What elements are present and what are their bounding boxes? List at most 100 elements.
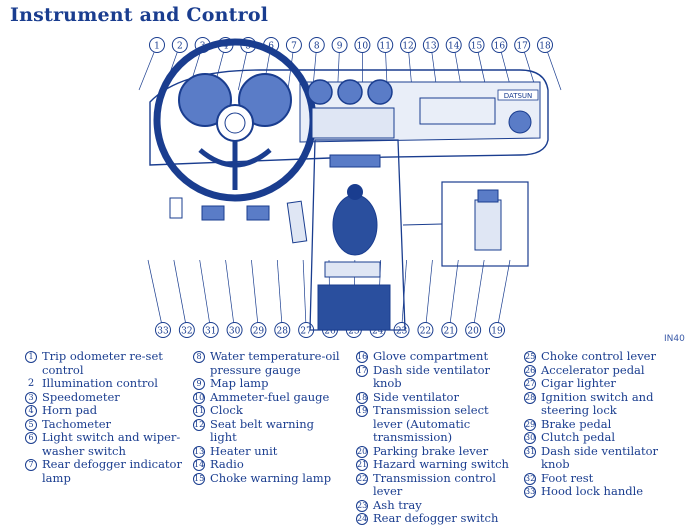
callout-leader (472, 259, 485, 331)
legend-text: Trip odometer re-set control (42, 349, 163, 377)
legend-text: Accelerator pedal (541, 362, 645, 377)
legend-item: 6 Light switch and wiper-washer switch (24, 430, 194, 458)
legend-text: Transmission control lever (373, 470, 496, 498)
shift-knob (347, 184, 363, 200)
callout-leader (496, 259, 511, 331)
legend-number: 9 (193, 378, 205, 390)
legend-text: Side ventilator (373, 389, 459, 404)
legend-number: 21 (356, 459, 368, 471)
legend-text: Parking brake lever (373, 443, 489, 458)
water-oil-gauge (307, 79, 333, 105)
speedometer-gauge (178, 73, 232, 127)
callout-leader (138, 44, 158, 91)
brake-pedal (246, 205, 270, 221)
callout-leader (173, 259, 188, 331)
callout-number: 13 (425, 42, 437, 52)
glove-compartment (419, 97, 496, 125)
callout-circle (202, 322, 219, 338)
callout-leader (302, 259, 307, 331)
legend-text: Seat belt warning light (210, 416, 314, 444)
callout-circle (285, 37, 302, 53)
legend-number: 19 (356, 405, 368, 417)
legend-text: Hood lock handle (541, 484, 644, 498)
horn-pad (216, 104, 254, 142)
console-tray (317, 284, 391, 331)
legend-text: Clutch pedal (541, 430, 616, 444)
callout-number: 29 (253, 327, 265, 337)
callout-number: 20 (467, 327, 479, 337)
legend-number: 3 (25, 391, 37, 404)
callout-number: 15 (471, 42, 483, 52)
callout-leader (147, 259, 164, 331)
callout-number: 27 (300, 327, 312, 337)
legend-number: 22 (356, 472, 368, 485)
center-console (309, 139, 406, 331)
callout-number: 32 (181, 327, 192, 337)
callout-number: 8 (314, 42, 320, 52)
side-ventilator (508, 110, 532, 134)
dash-badge: DATSUN (504, 92, 533, 100)
callout-circle (445, 37, 462, 53)
callout-leader (448, 259, 459, 331)
callout-leader (225, 259, 235, 331)
legend-item: 14 Radio (192, 457, 342, 472)
callout-circle (250, 322, 267, 338)
legend-number: 8 (193, 351, 205, 363)
callout-circle (171, 37, 188, 53)
legend-number: 16 (356, 351, 368, 363)
callout-number: 17 (516, 42, 528, 52)
callout-number: 6 (268, 42, 274, 52)
callout-number: 23 (396, 327, 408, 337)
callout-number: 10 (357, 42, 369, 52)
legend-number: 28 (524, 391, 536, 404)
legend-number: 25 (524, 351, 536, 363)
callout-number: 4 (223, 42, 229, 52)
legend-text: Brake pedal (541, 416, 612, 431)
callout-circle (400, 37, 417, 53)
legend-text: Heater unit (210, 443, 278, 458)
legend-number: 1 (25, 351, 37, 363)
callout-number: 25 (348, 327, 360, 337)
legend-text: Ammeter-fuel gauge (210, 389, 330, 404)
callout-circle (491, 37, 508, 53)
tachometer-gauge (238, 73, 292, 127)
legend-number: 29 (524, 418, 536, 431)
legend-text: Hazard warning switch (373, 457, 509, 471)
legend-number: 20 (356, 445, 368, 458)
legend-number: 33 (524, 486, 536, 498)
legend-text: Radio (210, 457, 244, 471)
legend-number: 14 (193, 459, 205, 471)
callout-number: 19 (491, 327, 503, 337)
callout-leader (251, 259, 259, 331)
legend-number: 6 (25, 432, 37, 444)
legend-item: 22 Transmission control lever (355, 470, 520, 499)
legend-text: Ignition switch and steering lock (541, 389, 654, 417)
callout-number: 14 (448, 42, 460, 52)
callout-circle (537, 37, 553, 53)
legend-number: 26 (524, 364, 536, 377)
legend-text: Tachometer (42, 416, 112, 431)
legend-number: 27 (524, 378, 536, 390)
page-code: IN40 (664, 334, 685, 344)
page-title: Instrument and Control (10, 4, 269, 26)
legend-number: 7 (25, 459, 37, 471)
accelerator-pedal (286, 200, 308, 244)
dash-badge-box (497, 89, 539, 101)
legend-text: Light switch and wiper-washer switch (42, 430, 181, 458)
callout-circle (422, 37, 439, 53)
callout-number: 24 (372, 327, 384, 337)
legend-item: 26 Accelerator pedal (523, 362, 683, 378)
